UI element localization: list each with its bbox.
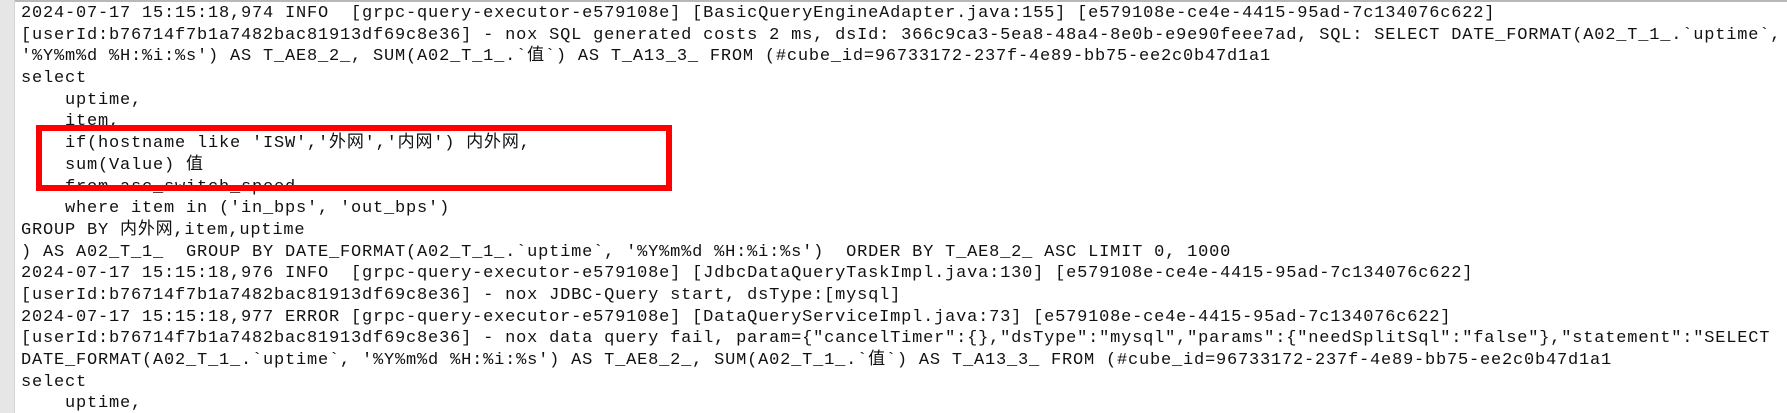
log-line: if(hostname like 'ISW','外网','内网') 内外网,	[21, 134, 531, 154]
log-line: where item in ('in_bps', 'out_bps')	[21, 199, 451, 219]
log-line: select	[21, 69, 88, 89]
log-line: [userId:b76714f7b1a7482bac81913df69c8e36…	[21, 329, 1771, 349]
log-line: GROUP BY 内外网,item,uptime	[21, 220, 306, 240]
log-line: select	[21, 372, 88, 392]
log-line: DATE_FORMAT(A02_T_1_.`uptime`, '%Y%m%d %…	[21, 351, 1613, 370]
log-line: 2024-07-17 15:15:18,977 ERROR [grpc-quer…	[21, 307, 1452, 327]
log-line: uptime,	[21, 394, 143, 413]
log-line: [userId:b76714f7b1a7482bac81913df69c8e36…	[21, 285, 902, 305]
log-line: sum(Value) 值	[21, 155, 204, 175]
log-line: item,	[21, 112, 121, 132]
log-text-area[interactable]: 2024-07-17 15:15:18,974 INFO [grpc-query…	[21, 3, 1787, 413]
log-line: from asc_switch_speed	[21, 177, 297, 197]
log-line: 2024-07-17 15:15:18,976 INFO [grpc-query…	[21, 264, 1474, 284]
log-line: [userId:b76714f7b1a7482bac81913df69c8e36…	[21, 25, 1782, 45]
window-top-border	[0, 0, 1787, 2]
log-line: '%Y%m%d %H:%i:%s') AS T_AE8_2_, SUM(A02_…	[21, 47, 1271, 67]
log-line: 2024-07-17 15:15:18,974 INFO [grpc-query…	[21, 4, 1496, 23]
line-gutter	[0, 0, 15, 413]
log-line: uptime,	[21, 90, 143, 110]
log-line: ) AS A02_T_1_ GROUP BY DATE_FORMAT(A02_T…	[21, 242, 1232, 262]
